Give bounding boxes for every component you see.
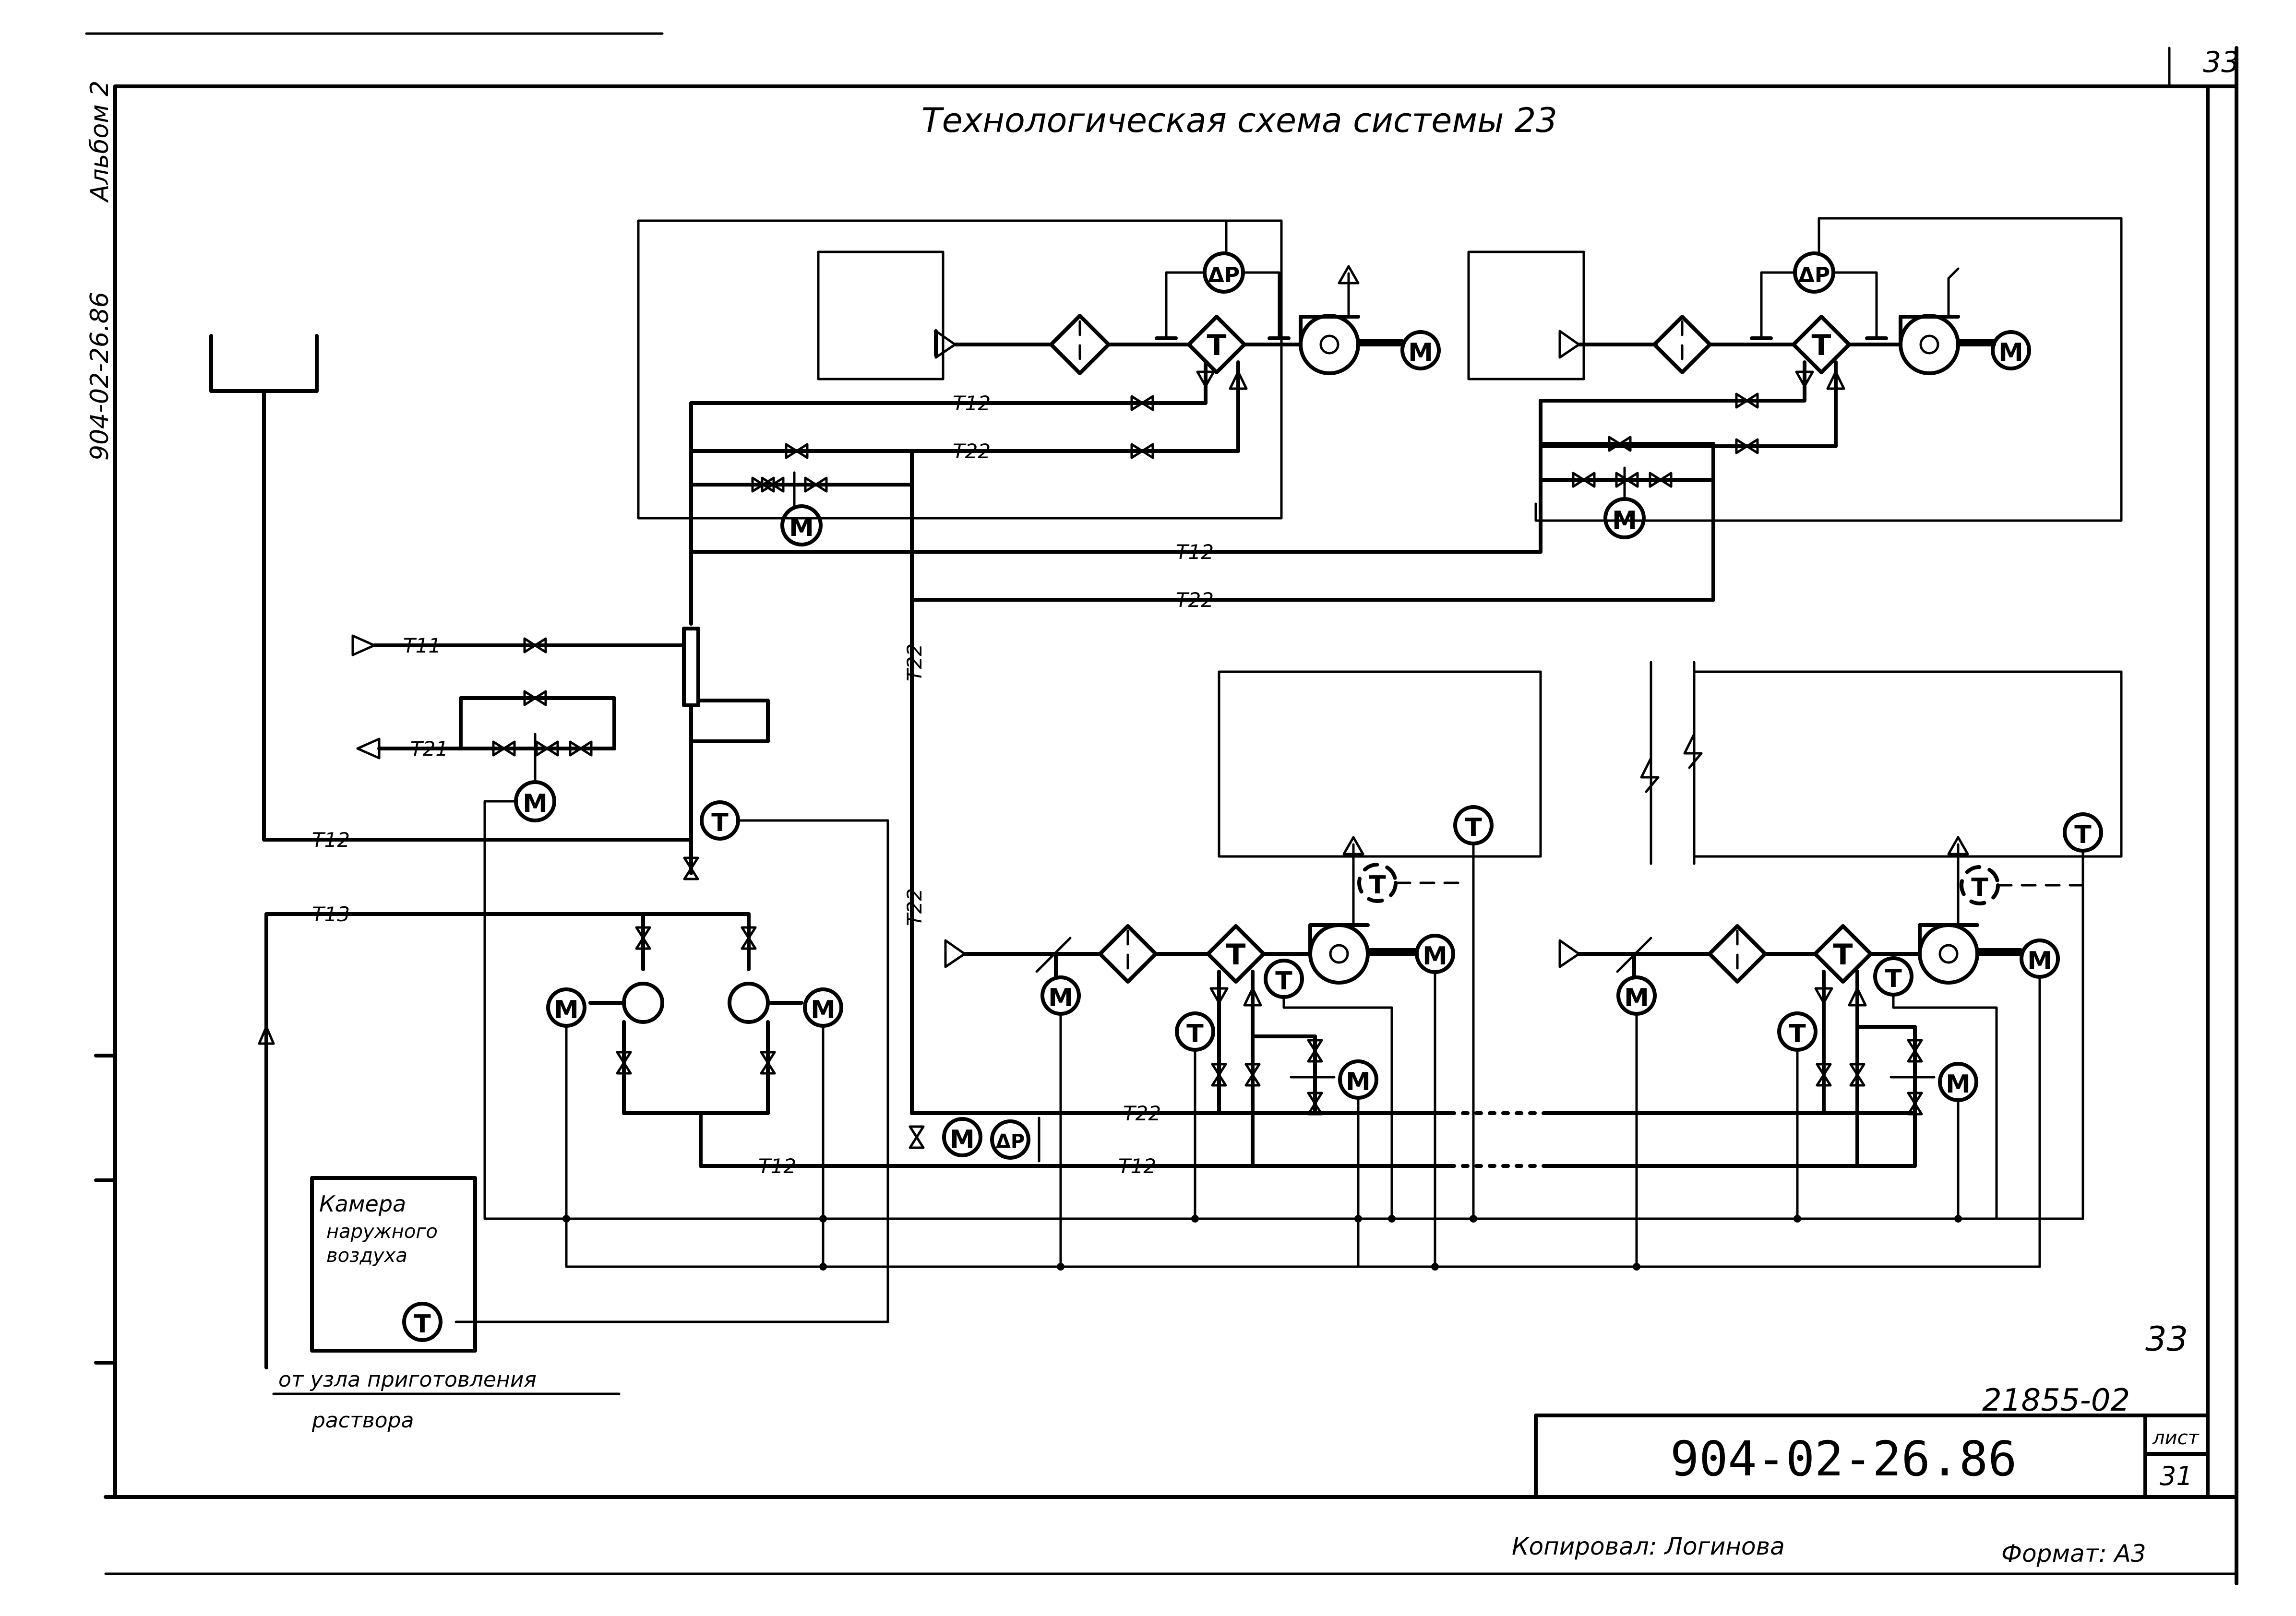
footer-copied-by: Копировал: Логинова: [1512, 1533, 1785, 1560]
pump-icon: [622, 982, 664, 1024]
svg-text:ΔP: ΔP: [1208, 263, 1240, 287]
svg-text:T22: T22: [1123, 1102, 1161, 1125]
svg-text:T12: T12: [953, 392, 991, 415]
svg-text:M: M: [1048, 984, 1073, 1012]
outdoor-air-chamber: Камера наружного воздуха T: [310, 1176, 477, 1353]
svg-text:T: T: [1885, 964, 1902, 993]
svg-text:T11: T11: [403, 634, 441, 657]
svg-text:T: T: [1186, 1020, 1204, 1048]
svg-text:T12: T12: [758, 1154, 796, 1178]
svg-text:T12: T12: [1118, 1154, 1156, 1178]
svg-text:T: T: [1369, 871, 1386, 900]
svg-text:M: M: [523, 789, 548, 818]
stamp-sheet-label: лист: [2152, 1427, 2200, 1449]
svg-text:M: M: [554, 996, 579, 1024]
svg-text:M: M: [1946, 1070, 1971, 1099]
svg-text:T12: T12: [1176, 540, 1214, 564]
filter-icon: [1049, 314, 1111, 375]
svg-text:T22: T22: [953, 440, 991, 463]
heater-label: T: [1207, 329, 1227, 362]
ahu-bottom-left: M T M T T T T: [944, 661, 2123, 1268]
svg-text:T: T: [1226, 938, 1246, 972]
main-pipes: T12 T22 T22 T22 T11 T21 M T12: [209, 334, 1917, 1369]
svg-text:M: M: [811, 996, 836, 1024]
svg-text:T: T: [711, 808, 729, 837]
stamp-inventory-number: 21855-02: [1982, 1383, 2130, 1418]
ahu-bottom-right: M T M T T T T: [1434, 812, 2103, 1268]
svg-text:M: M: [1998, 338, 2023, 367]
svg-text:T: T: [1465, 813, 1482, 842]
sheet-number-top: 33: [2203, 46, 2239, 79]
svg-text:T: T: [1789, 1020, 1806, 1048]
chamber-label-2: наружного: [326, 1221, 438, 1243]
svg-text:T: T: [2074, 820, 2092, 849]
ahu-top-right: T M ΔP M: [1467, 217, 2123, 539]
svg-text:T: T: [414, 1310, 431, 1339]
source-note: от узла приготовления раствора: [272, 1367, 621, 1433]
footer-format: Формат: А3: [2001, 1540, 2146, 1568]
title-block: 33 21855-02 904-02-26.86 лист 31: [1534, 1319, 2210, 1499]
svg-text:ΔP: ΔP: [1798, 263, 1830, 287]
chamber-label-3: воздуха: [326, 1245, 407, 1267]
svg-text:T13: T13: [312, 903, 350, 926]
svg-text:M: M: [1408, 338, 1433, 367]
svg-text:T: T: [1812, 329, 1831, 362]
svg-text:M: M: [1624, 984, 1649, 1012]
svg-text:T22: T22: [903, 888, 926, 926]
outdoor-temperature-sensor-icon: [402, 1302, 442, 1342]
three-way-valve-motor-icon: [780, 504, 823, 547]
fan-motor-icon: [1400, 330, 1441, 370]
source-note-line1: от узла приготовления: [278, 1367, 537, 1392]
svg-text:M: M: [1346, 1068, 1371, 1096]
side-note-code: 904-02-26.86: [85, 292, 114, 461]
svg-text:T22: T22: [1176, 588, 1214, 612]
collector-icon: [682, 627, 700, 707]
chamber-label-1: Камера: [319, 1191, 406, 1217]
svg-text:T12: T12: [312, 828, 350, 852]
svg-text:T: T: [1833, 938, 1853, 972]
svg-text:T: T: [1971, 873, 1988, 902]
exhaust-arrow-icon: [1338, 265, 1360, 285]
heater-icon: [1187, 315, 1246, 374]
svg-text:M: M: [950, 1125, 975, 1154]
svg-text:ΔP: ΔP: [996, 1130, 1025, 1153]
expansion-tank-icon: [209, 334, 319, 393]
control-lines: [454, 800, 2084, 1323]
stamp-sheet-value: 31: [2160, 1461, 2193, 1491]
svg-text:M: M: [789, 513, 814, 542]
source-note-line2: раствора: [311, 1408, 414, 1433]
svg-text:T21: T21: [410, 737, 448, 760]
side-note-album: Альбом 2: [85, 81, 114, 203]
ahu-top-left: T M ΔP M T12 T22: [637, 219, 1441, 547]
svg-text:T: T: [1275, 967, 1292, 996]
svg-text:T22: T22: [903, 643, 926, 681]
stamp-document-code: 904-02-26.86: [1670, 1431, 2017, 1487]
diagram-title: Технологическая схема системы 23: [921, 101, 1557, 140]
svg-text:M: M: [2027, 947, 2052, 975]
fan-icon: [1299, 314, 1360, 375]
pump-icon: [728, 982, 770, 1024]
svg-text:M: M: [1612, 506, 1637, 535]
stamp-sheet-corner: 33: [2145, 1319, 2188, 1359]
air-inlet-icon: [934, 330, 957, 359]
svg-text:M: M: [1423, 942, 1447, 971]
